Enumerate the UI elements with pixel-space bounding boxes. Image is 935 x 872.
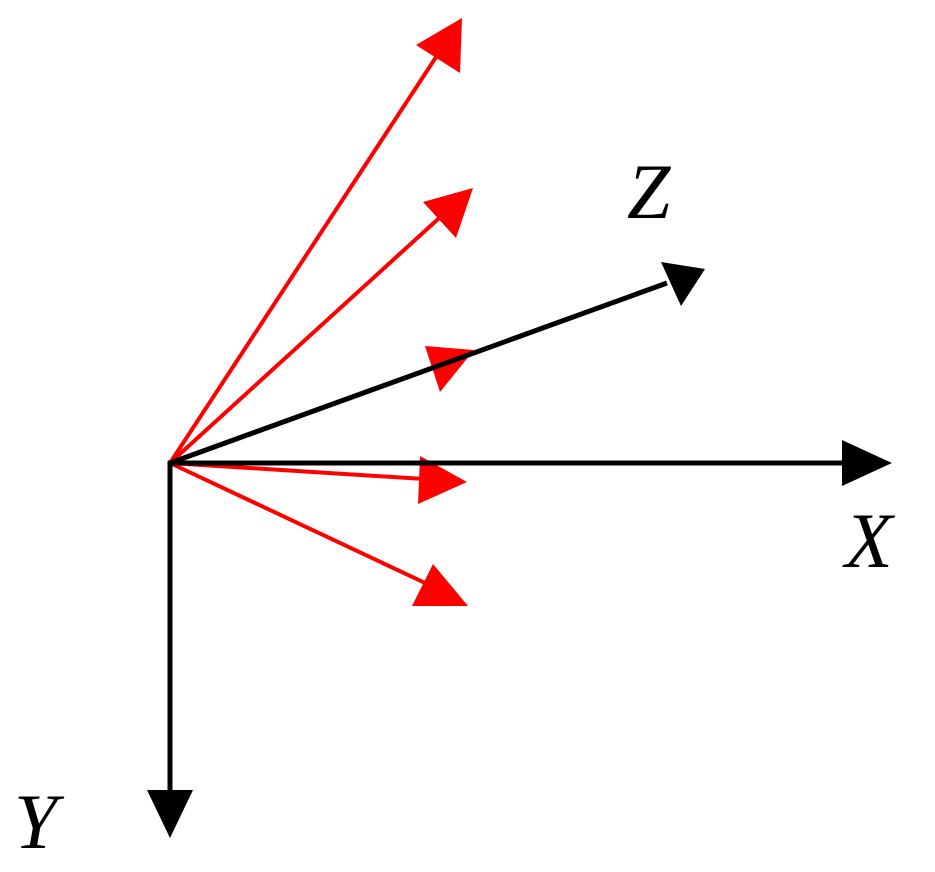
- x-axis-label: X: [842, 497, 896, 584]
- y-axis-label: Y: [14, 778, 65, 865]
- vector-arrow-4-shaft: [169, 461, 441, 482]
- z-axis-label: Z: [627, 148, 672, 235]
- vector-arrow-2-head: [423, 188, 473, 238]
- y-axis-arrowhead: [147, 790, 193, 838]
- vector-arrow-1-head: [416, 18, 462, 73]
- axis-group: [147, 262, 892, 838]
- z-axis-shaft: [169, 280, 668, 466]
- z-axis-arrowhead: [661, 262, 705, 306]
- vector-arrow-2-shaft: [168, 208, 450, 465]
- vector-arrow-1-shaft: [168, 46, 444, 465]
- vector-group: [168, 18, 474, 606]
- vector-arrow-5-head: [412, 564, 468, 606]
- vector-arrow-4-head: [418, 456, 467, 504]
- vector-arrow-5-shaft: [169, 461, 441, 592]
- x-axis-arrowhead: [842, 440, 892, 486]
